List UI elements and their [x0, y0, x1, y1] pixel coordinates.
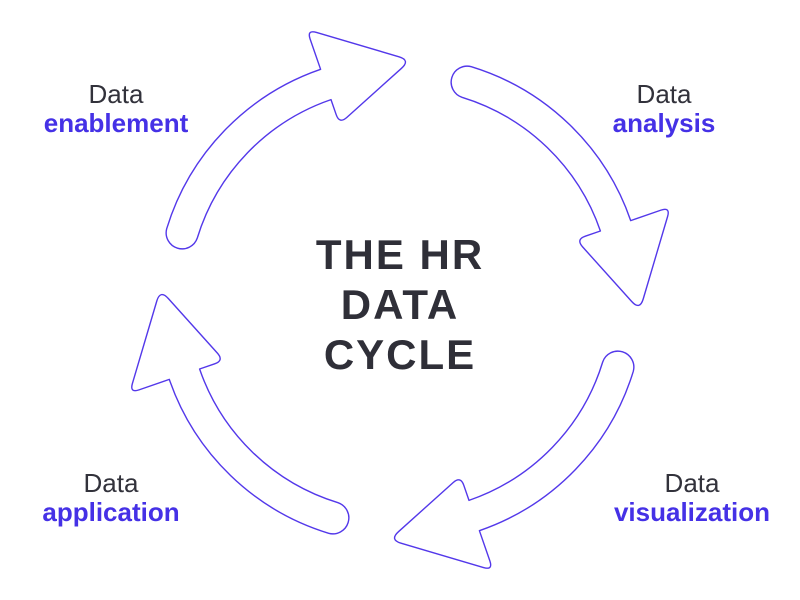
stage-prefix: Data: [83, 468, 139, 498]
stage-label-enablement: Data enablement: [44, 80, 189, 138]
title-line-3: CYCLE: [323, 331, 477, 378]
title-line-1: THE HR: [315, 231, 485, 278]
stage-label-analysis: Data analysis: [613, 80, 716, 138]
stage-keyword: visualization: [613, 497, 771, 527]
stage-keyword: application: [42, 497, 180, 527]
stage-label-application: Data application: [42, 469, 179, 527]
cycle-arrow-bottom-icon: [393, 350, 635, 569]
stage-prefix: Data: [664, 468, 720, 498]
stage-prefix: Data: [88, 79, 144, 109]
stage-keyword: analysis: [612, 108, 716, 138]
stage-label-visualization: Data visualization: [614, 469, 770, 527]
diagram-title: THE HR DATA CYCLE: [316, 230, 484, 380]
stage-keyword: enablement: [43, 108, 189, 138]
cycle-arrow-top-icon: [165, 31, 407, 250]
stage-prefix: Data: [636, 79, 692, 109]
title-line-2: DATA: [340, 281, 460, 328]
